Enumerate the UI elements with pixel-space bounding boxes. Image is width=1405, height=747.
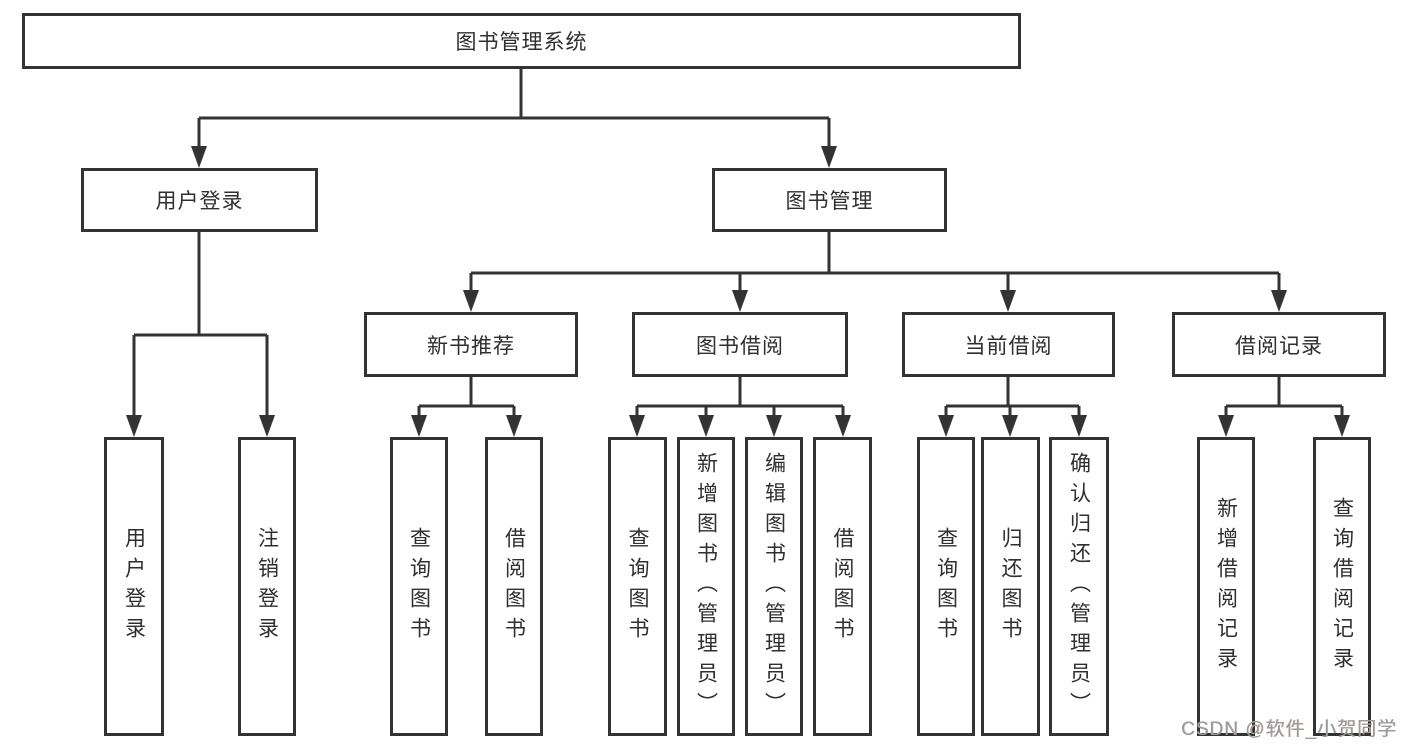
node-label: 新书推荐 (427, 334, 515, 358)
arrow-icon (938, 415, 954, 437)
arrow-icon (732, 290, 748, 312)
node-label: 借阅图书 (502, 526, 526, 647)
node-label: 图书管理系统 (455, 31, 588, 54)
node-label: 编辑图书（管理员） (762, 451, 786, 722)
node-label: 注销登录 (255, 526, 279, 647)
connector-book-borrow (635, 377, 845, 417)
arrow-icon (506, 415, 522, 437)
leaf-query-borrow-record: 查询借阅记录 (1313, 437, 1371, 736)
arrow-icon (1002, 415, 1018, 437)
leaf-borrow-book-1: 借阅图书 (485, 437, 543, 736)
leaf-return-book: 归还图书 (981, 437, 1040, 736)
leaf-query-book-3: 查询图书 (917, 437, 975, 736)
leaf-user-login: 用户登录 (104, 437, 164, 736)
node-new-book-recommend: 新书推荐 (364, 312, 578, 377)
leaf-borrow-book-2: 借阅图书 (813, 437, 872, 736)
arrow-icon (463, 290, 479, 312)
arrow-icon (766, 415, 782, 437)
connector-current-borrow (944, 377, 1081, 417)
arrow-icon (1000, 290, 1016, 312)
arrow-icon (191, 146, 207, 168)
csdn-watermark: CSDN @软件_小贺同学 (1181, 719, 1397, 740)
node-label: 归还图书 (999, 526, 1022, 647)
arrow-icon (1071, 415, 1087, 437)
connector-new-book (417, 377, 516, 417)
leaf-add-book-admin: 新增图书（管理员） (677, 437, 735, 736)
arrow-icon (126, 415, 142, 437)
node-borrow-record: 借阅记录 (1172, 312, 1386, 377)
leaf-confirm-return-admin: 确认归还（管理员） (1049, 437, 1109, 736)
connector-user-login (132, 232, 269, 417)
connector-root (197, 69, 831, 148)
node-current-borrow: 当前借阅 (902, 312, 1115, 377)
arrow-icon (698, 415, 714, 437)
arrow-icon (1334, 415, 1350, 437)
arrow-icon (629, 415, 645, 437)
arrow-icon (835, 415, 851, 437)
arrow-icon (1271, 290, 1287, 312)
node-label: 新增借阅记录 (1214, 496, 1238, 677)
node-label: 借阅图书 (831, 526, 854, 647)
node-label: 新增图书（管理员） (694, 451, 718, 722)
node-label: 图书管理 (785, 190, 874, 213)
node-root: 图书管理系统 (22, 13, 1021, 69)
node-label: 用户登录 (122, 526, 146, 647)
leaf-query-book-2: 查询图书 (608, 437, 667, 736)
arrowheads (126, 146, 1350, 437)
node-user-login: 用户登录 (81, 168, 318, 232)
node-label: 查询借阅记录 (1330, 496, 1354, 677)
leaf-edit-book-admin: 编辑图书（管理员） (745, 437, 803, 736)
node-book-borrow: 图书借阅 (632, 312, 848, 377)
arrow-icon (411, 415, 427, 437)
connector-borrow-record (1224, 377, 1344, 417)
leaf-add-borrow-record: 新增借阅记录 (1197, 437, 1255, 736)
arrow-icon (821, 146, 837, 168)
node-label: 图书借阅 (696, 334, 784, 358)
node-label: 查询图书 (407, 526, 431, 647)
connector-book-management (469, 232, 1281, 292)
node-book-management: 图书管理 (712, 168, 947, 232)
node-label: 查询图书 (626, 526, 649, 647)
node-label: 借阅记录 (1235, 334, 1323, 358)
node-label: 用户登录 (155, 190, 244, 213)
leaf-query-book-1: 查询图书 (390, 437, 448, 736)
node-label: 当前借阅 (964, 334, 1053, 358)
arrow-icon (1218, 415, 1234, 437)
node-label: 查询图书 (934, 526, 958, 647)
node-label: 确认归还（管理员） (1067, 451, 1091, 722)
arrow-icon (259, 415, 275, 437)
leaf-logout: 注销登录 (238, 437, 296, 736)
